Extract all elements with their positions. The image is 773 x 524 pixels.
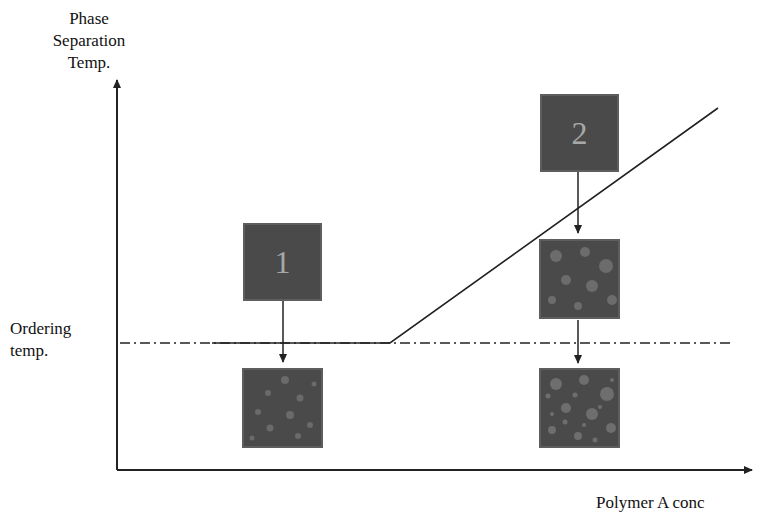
morphology-square [243,369,322,447]
cooling-arrow [282,301,284,362]
cooling-arrow [577,320,579,363]
morphology-square [540,240,619,318]
state-box: 2 [540,94,619,172]
y-axis-title: Phase Separation Temp. [32,8,146,74]
ordering-line [120,342,730,343]
state-number: 2 [572,115,588,152]
state-number: 1 [275,244,291,281]
x-axis [117,469,752,471]
morphology-square [540,369,619,447]
cooling-arrow [577,172,579,233]
reference-label: Ordering temp. [8,318,112,362]
y-axis [116,80,118,470]
phase-boundary [212,108,718,343]
state-box: 1 [243,223,322,301]
x-axis-title: Polymer A conc [594,492,768,514]
